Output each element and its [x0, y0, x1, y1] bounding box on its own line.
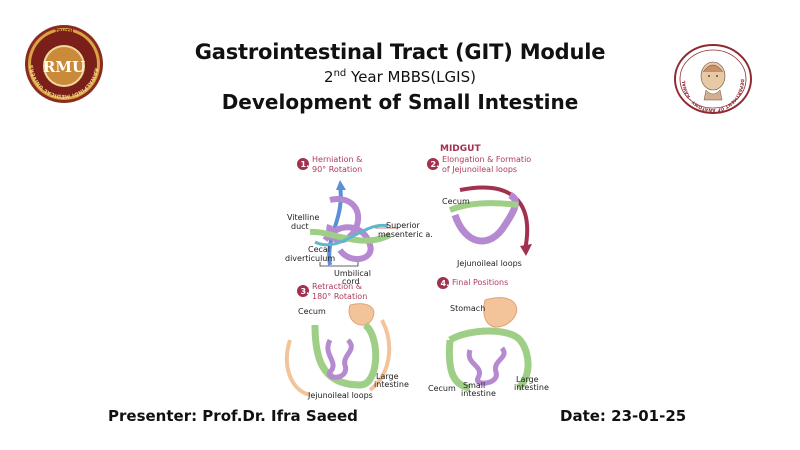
title-block: Gastrointestinal Tract (GIT) Module 2nd … — [150, 40, 650, 114]
step-3-line2: 180° Rotation — [312, 292, 367, 301]
label-large-4a: Large — [516, 375, 539, 384]
logo-top-text: TRUTH — [55, 29, 74, 35]
label-stomach: Stomach — [450, 304, 485, 313]
label-cecum-3: Cecum — [298, 307, 326, 316]
label-vitelline-1: Vitelline — [287, 213, 319, 222]
lecture-topic: Development of Small Intestine — [221, 90, 579, 114]
label-umbilical-2: cord — [342, 277, 360, 286]
label-small-4b: intestine — [461, 389, 496, 398]
step-3-retraction: 3. Retraction & 180° Rotation Cecum Jeju… — [284, 282, 409, 400]
anatomy-head-icon — [700, 61, 726, 101]
label-cecal-1: Cecal — [308, 245, 330, 254]
presenter-name: Presenter: Prof.Dr. Ifra Saeed — [108, 407, 358, 425]
label-cecum-2: Cecum — [442, 197, 470, 206]
year-number: 2 — [324, 68, 334, 86]
year-program: Year MBBS(LGIS) — [346, 68, 476, 86]
step-3-badge — [297, 285, 309, 297]
midgut-development-figure: MIDGUT 1. Herniation & 90° Rotation Vite… — [284, 144, 549, 400]
label-vitelline-2: duct — [291, 222, 309, 231]
step-1-line1: Herniation & — [312, 155, 362, 164]
module-title: Gastrointestinal Tract (GIT) Module — [194, 40, 606, 64]
step-1-herniation: 1. Herniation & 90° Rotation Vitelline d… — [285, 155, 433, 286]
step-4-final-positions: 4. Final Positions Stomach Cecum Small i… — [428, 277, 549, 398]
step-4-number: 4. — [441, 279, 450, 288]
label-small-4a: Small — [463, 381, 485, 390]
step-1-number: 1. — [301, 160, 310, 169]
label-cecal-2: diverticulum — [285, 254, 335, 263]
step-3-line1: Retraction & — [312, 282, 362, 291]
presentation-date: Date: 23-01-25 — [560, 407, 687, 425]
label-jejuno-3: Jejunoileal loops — [307, 391, 373, 400]
step-2-badge — [427, 158, 439, 170]
step-4-line1: Final Positions — [452, 278, 508, 287]
figure-heading: MIDGUT — [440, 144, 481, 154]
step-1-line2: 90° Rotation — [312, 165, 362, 174]
label-superior-2: mesenteric a. — [378, 230, 433, 239]
step-1-badge — [297, 158, 309, 170]
logo-monogram: RMU — [43, 58, 85, 76]
label-large-4b: intestine — [514, 383, 549, 392]
step-3-number: 3. — [301, 287, 310, 296]
label-cecum-4: Cecum — [428, 384, 456, 393]
label-jejuno-2: Jejunoileal loops — [456, 259, 522, 268]
anatomy-department-logo: DEPARTMENT OF ANATOMY · RAWALPINDI MEDIC… — [672, 44, 752, 114]
label-superior-1: Superior — [386, 221, 421, 230]
step-2-line2: of Jejunoileal loops — [442, 165, 517, 174]
year-subtitle: 2nd Year MBBS(LGIS) — [150, 68, 650, 86]
label-large-3a: Large — [376, 372, 399, 381]
rmu-university-logo: RAWALPINDI MEDICAL UNIVERSITY TRUTH RMU — [24, 24, 103, 103]
step-2-number: 2. — [431, 160, 440, 169]
year-superscript: nd — [333, 68, 347, 79]
label-umbilical-1: Umbilical — [334, 269, 371, 278]
label-large-3b: intestine — [374, 380, 409, 389]
step-2-line1: Elongation & Formatio — [442, 155, 531, 164]
step-2-elongation: 2. Elongation & Formatio of Jejunoileal … — [427, 155, 532, 268]
step-4-badge — [437, 277, 449, 289]
